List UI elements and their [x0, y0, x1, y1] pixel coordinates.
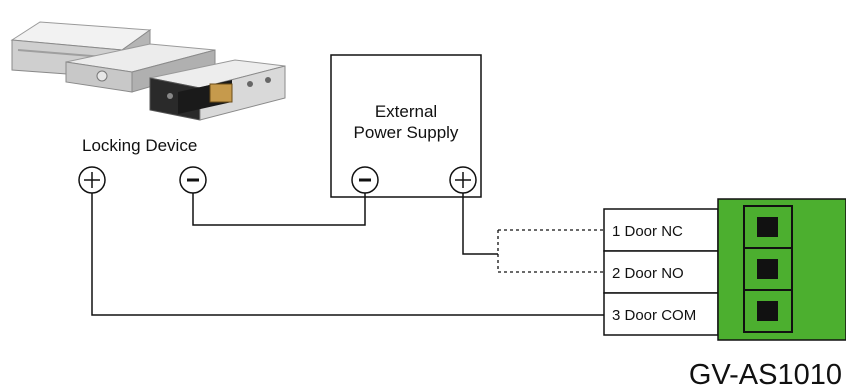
- terminal-door-no-label: 2 Door NO: [612, 265, 684, 282]
- locking-device-negative-terminal: [179, 166, 207, 194]
- controller-model-label: GV-AS1010: [689, 359, 842, 389]
- wire-dashed-to-door-no: [497, 230, 604, 273]
- power-supply-negative-terminal: [351, 166, 379, 194]
- wire-supply-positive-junction: [462, 193, 498, 255]
- terminal-door-nc-label: 1 Door NC: [612, 223, 683, 240]
- terminal-block-slots: [743, 205, 793, 333]
- wire-lock-positive-to-door-com: [91, 193, 604, 316]
- locking-device-label: Locking Device: [82, 136, 197, 155]
- power-supply-label-line2: Power Supply: [354, 123, 459, 142]
- terminal-door-no-box: [603, 250, 719, 294]
- terminal-door-nc-box: [603, 208, 719, 252]
- locking-device-image: [10, 21, 286, 121]
- locking-device-positive-terminal: [78, 166, 106, 194]
- terminal-door-com-label: 3 Door COM: [612, 307, 696, 324]
- power-supply-label-line1: External: [375, 102, 437, 121]
- power-supply-positive-terminal: [449, 166, 477, 194]
- terminal-door-com-box: [603, 292, 719, 336]
- wire-lock-negative-to-supply-negative: [192, 193, 366, 226]
